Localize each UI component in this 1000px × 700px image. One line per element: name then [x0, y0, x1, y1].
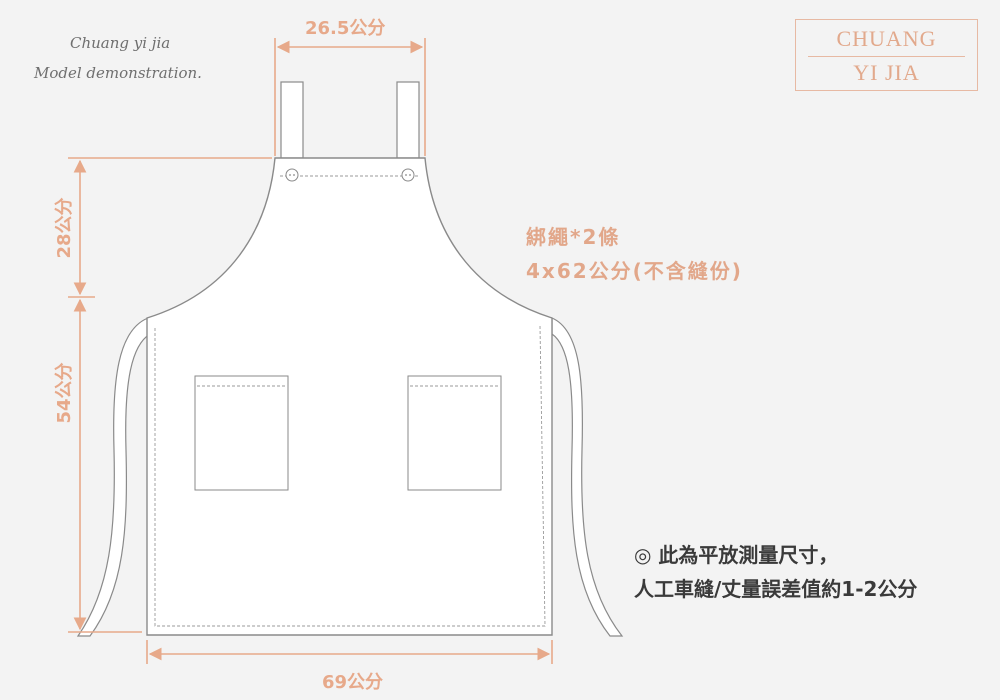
bottom-width-dimension [146, 640, 553, 664]
bib-height-label: 28公分 [54, 197, 75, 259]
logo-text-bottom: YI JIA [853, 60, 920, 85]
strap-width-dimension [274, 38, 426, 156]
tie-note: 綁繩*2條 4x62公分(不含縫份) [526, 220, 743, 288]
brand-tagline-line2: Model demonstration. [34, 64, 202, 82]
left-strap [280, 81, 304, 159]
measurement-disclaimer: ◎ 此為平放測量尺寸， 人工車縫/丈量誤差值約1-2公分 [634, 538, 917, 606]
apron-stitching [154, 175, 546, 627]
tie-note-line1: 綁繩*2條 [526, 225, 621, 249]
disclaimer-line1: ◎ 此為平放測量尺寸， [634, 543, 839, 567]
logo-divider [808, 56, 965, 57]
tie-note-line2: 4x62公分(不含縫份) [526, 259, 743, 283]
disclaimer-line2: 人工車縫/丈量誤差值約1-2公分 [634, 577, 918, 601]
strap-width-label: 26.5公分 [305, 18, 386, 39]
left-tie [76, 317, 151, 637]
brand-logo: CHUANG YI JIA [795, 19, 978, 91]
button-left [285, 168, 299, 182]
brand-tagline-line1: Chuang yi jia [70, 34, 171, 52]
brand-tagline: Chuang yi jia Model demonstration. [34, 28, 202, 88]
right-strap [396, 81, 420, 159]
logo-text-top: CHUANG [836, 26, 937, 51]
body-height-label: 54公分 [54, 362, 75, 424]
bottom-width-label: 69公分 [322, 672, 384, 693]
right-tie [551, 317, 624, 637]
button-right [401, 168, 415, 182]
pocket-right [407, 375, 502, 491]
pocket-left [194, 375, 289, 491]
height-dimension [68, 157, 272, 633]
apron-body [146, 157, 553, 636]
